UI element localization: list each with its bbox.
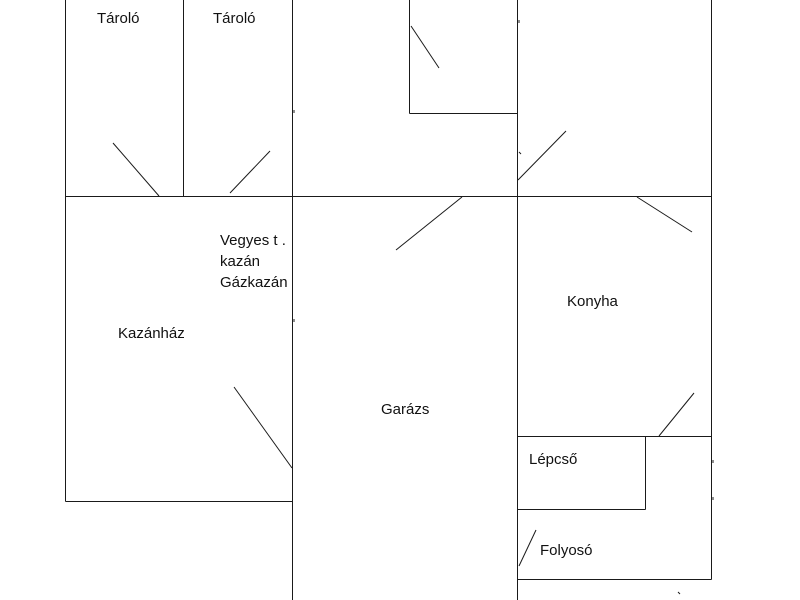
boiler-note-line-3: Gázkazán [220,274,288,291]
door-swing-closet [410,25,440,69]
door-swing-kitchen-top [636,196,693,233]
door-swing-boiler [233,386,293,469]
boiler-note-line-1: Vegyes t . [220,232,286,249]
walls [65,0,712,600]
door-swing-storage-right [229,150,271,194]
room-label-boiler-room: Kazánház [118,325,185,342]
room-label-corridor: Folyosó [540,542,593,559]
door-swing-storage-left [112,142,160,197]
room-label-garage: Garázs [381,401,430,418]
wall-ticks [293,20,714,595]
door-swing-kitchen-bottom [658,392,695,437]
room-label-kitchen: Konyha [567,293,618,310]
boiler-note-line-2: kazán [220,253,261,270]
door-swing-upper-right [517,130,567,181]
wall-tick [677,591,681,595]
room-label-stairs: Lépcső [529,451,578,468]
room-label-storage-right: Tároló [213,10,256,27]
wall-tick [518,151,522,155]
door-swing-corridor [518,529,537,567]
door-swing-garage [395,196,463,251]
room-label-storage-left: Tároló [97,10,140,27]
door-swings [112,25,695,567]
